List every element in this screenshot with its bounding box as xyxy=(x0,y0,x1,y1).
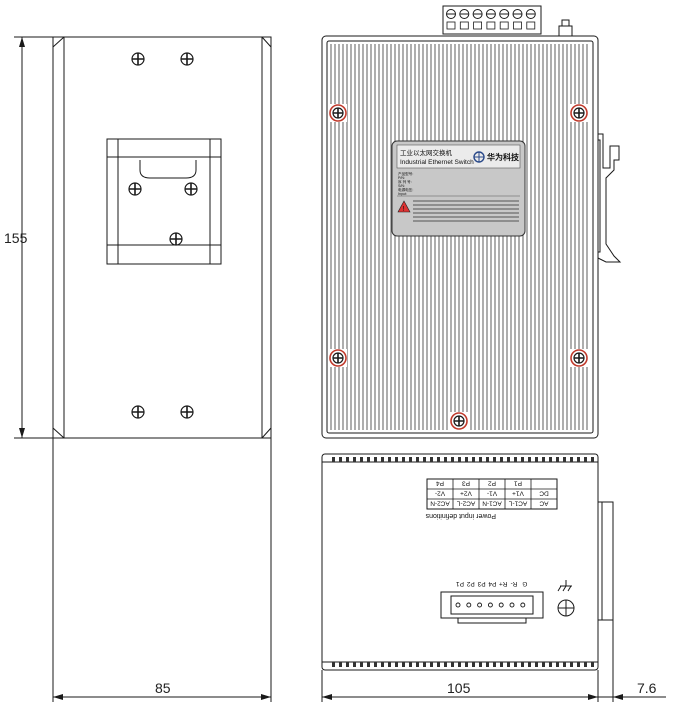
mounting-screw-icon xyxy=(570,104,588,122)
heatsink-fins xyxy=(330,44,588,430)
front-view: 工业以太网交换机 Industrial Ethernet Switch 华为科技… xyxy=(321,5,622,439)
terminal-label: G xyxy=(522,580,527,587)
warning-icon: ! xyxy=(397,200,411,213)
dimension-depth-label: 7.6 xyxy=(637,680,657,696)
label-spec-line: 电源电压: xyxy=(398,187,413,192)
power-table-cell: DC xyxy=(539,490,549,497)
power-table-cell: AC xyxy=(539,500,548,507)
din-rail-bracket xyxy=(106,138,222,265)
ground-symbol-icon xyxy=(557,580,572,592)
label-brand: 华为科技 xyxy=(487,152,520,162)
top-terminal-block xyxy=(442,5,573,37)
power-table-cell: V1+ xyxy=(512,490,524,497)
label-title-en: Industrial Ethernet Switch xyxy=(400,159,474,166)
dimension-width-side-label: 85 xyxy=(155,680,171,696)
terminal-screw-icon xyxy=(525,9,536,30)
power-table-cell: P4 xyxy=(436,480,444,487)
terminal-label: R- xyxy=(511,580,518,587)
side-width-dimension: 85 xyxy=(52,438,272,702)
terminal-pin xyxy=(477,602,483,608)
terminal-pin xyxy=(498,602,504,608)
product-label: 工业以太网交换机 Industrial Ethernet Switch 华为科技… xyxy=(391,140,526,237)
label-title-cn: 工业以太网交换机 xyxy=(400,148,453,157)
side-view: 155 85 xyxy=(4,36,272,702)
mounting-screw-icon xyxy=(570,349,588,367)
crosshair-screw-icon xyxy=(169,232,183,246)
terminal-label: P4 xyxy=(488,580,496,587)
height-dimension: 155 xyxy=(4,36,53,439)
terminal-screw-icon xyxy=(446,9,456,30)
power-table-cell: V2+ xyxy=(460,490,472,497)
terminal-screw-icon xyxy=(472,9,483,30)
power-table-cell: V1- xyxy=(487,490,497,497)
terminal-label: P1 xyxy=(456,580,464,587)
power-table-caption: Power input definitions xyxy=(425,512,496,519)
dimension-width-bottom-label: 105 xyxy=(447,680,471,696)
label-spec-line: 产品型号: xyxy=(398,171,413,176)
ground-screw xyxy=(557,580,575,617)
power-table-cell: P3 xyxy=(462,480,470,487)
mounting-screw-icon xyxy=(450,412,468,430)
terminal-label: P2 xyxy=(466,580,474,587)
label-spec-line: S/N: xyxy=(398,184,405,188)
terminal-pin xyxy=(509,602,515,608)
crosshair-screw-icon xyxy=(180,52,194,66)
crosshair-screw-icon xyxy=(128,182,142,196)
brand-logo xyxy=(473,151,485,163)
terminal-pin xyxy=(466,602,472,608)
terminal-screw-icon xyxy=(512,9,523,30)
crosshair-screw-icon xyxy=(180,405,194,419)
mounting-screw-icon xyxy=(329,349,347,367)
crosshair-screw-icon xyxy=(131,405,145,419)
bottom-view: ACAC1-LAC1-NAC2-LAC2-NDCV1+V1-V2+V2-P1P2… xyxy=(321,453,666,702)
mounting-screw-group xyxy=(329,104,588,430)
terminal-screw-icon xyxy=(459,9,470,30)
terminal-screw-icon xyxy=(485,9,496,30)
terminal-screw-icon xyxy=(499,9,510,30)
power-table-cell: AC1-N xyxy=(482,500,502,507)
power-table-cell: P1 xyxy=(514,480,522,487)
label-spec-line: P/N: xyxy=(398,176,405,180)
power-table-cell: AC1-L xyxy=(508,500,527,507)
terminal-pin xyxy=(520,602,526,608)
terminal-pin xyxy=(455,602,461,608)
crosshair-screw-icon xyxy=(131,52,145,66)
power-table-cell: V2- xyxy=(435,490,445,497)
power-input-table: AC AC1-L AC1-N AC2-L AC2-N DC V1+ V1- V2+ V2- P1 P2… xyxy=(426,478,558,510)
label-spec-line: 序 列 号: xyxy=(398,179,412,184)
svg-text:!: ! xyxy=(403,206,405,213)
terminal-label: P3 xyxy=(477,580,485,587)
label-spec-line: Input: xyxy=(398,192,407,196)
din-clip xyxy=(597,133,622,263)
mounting-screw-icon xyxy=(329,104,347,122)
power-table-cell: AC2-L xyxy=(456,500,475,507)
terminal-label: R+ xyxy=(499,580,508,587)
crosshair-screw-icon xyxy=(184,182,198,196)
bottom-width-dimension: 105 7.6 xyxy=(321,620,666,702)
power-table-cell: AC2-N xyxy=(430,500,450,507)
screw-group xyxy=(128,52,198,419)
terminal-pin xyxy=(487,602,493,608)
power-table-cell: P2 xyxy=(488,480,496,487)
dimension-height-label: 155 xyxy=(4,230,28,246)
